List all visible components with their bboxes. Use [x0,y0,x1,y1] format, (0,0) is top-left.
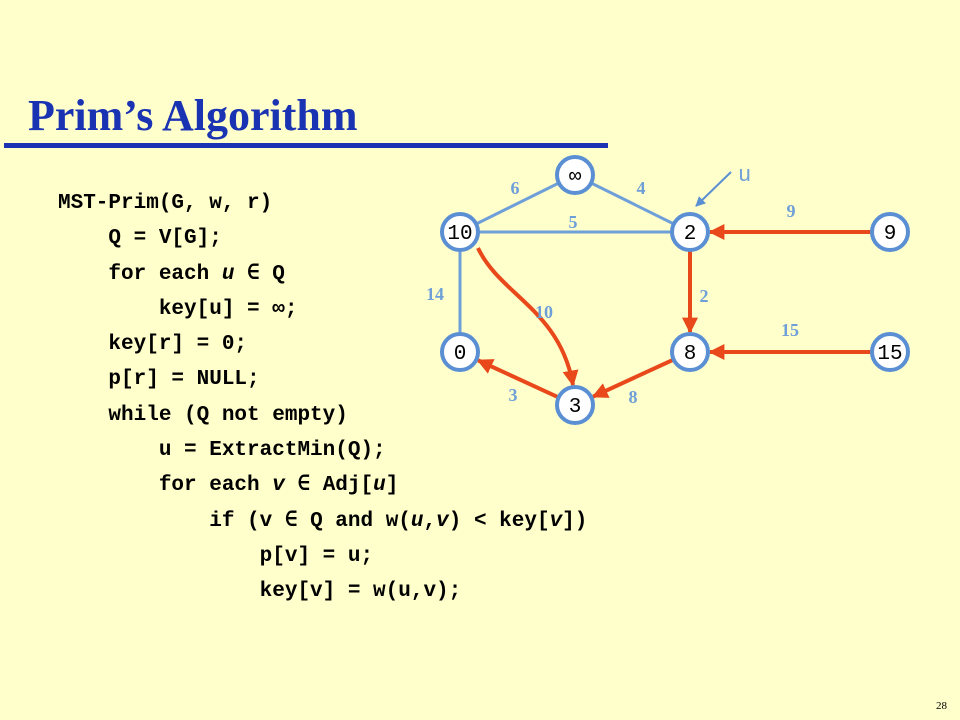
edge-weight-label: 3 [509,385,518,405]
code-token: ∈ Q [234,262,285,286]
code-token: v [272,474,285,498]
code-token: if (v ∈ Q and w( [58,509,411,533]
edge-weight-label: 14 [426,284,444,304]
code-token: u [410,509,424,533]
code-token: for each [58,262,222,286]
graph-edge-tl-bot [476,247,579,387]
code-token: , [423,509,437,533]
code-token: key[u] = ∞; [58,297,298,321]
code-line: key[v] = w(u,v); [58,574,587,609]
graph-node-bm: 8 [670,332,710,372]
edge-weight-label: 2 [700,286,709,306]
code-token: MST-Prim(G, w, r) [58,192,273,215]
node-key-label: 0 [454,343,467,366]
graph-node-br: 15 [870,332,910,372]
code-line: if (v ∈ Q and w(u,v) < key[v]) [58,504,587,539]
code-token: v [549,509,563,533]
node-circle [870,212,910,252]
node-key-label: 8 [684,343,697,366]
edge-weight-label: 10 [535,302,553,322]
node-key-label: 10 [447,223,472,246]
u-pointer-label: u [738,163,751,188]
code-token: u = ExtractMin(Q); [58,439,386,463]
edge-weight-label: 4 [637,178,646,198]
code-token: ) < key[ [448,509,550,533]
graph-edge-bot-bl [476,358,560,400]
code-line: MST-Prim(G, w, r) [58,186,587,221]
graph-node-bot: 3 [555,385,595,425]
edge-weight-label: 6 [511,178,520,198]
edge-weight-label: 9 [787,201,796,221]
node-circle [670,212,710,252]
node-key-label: 15 [877,343,902,366]
edge-weight-label: 5 [569,212,578,232]
node-circle [440,212,480,252]
code-token: p[r] = NULL; [58,368,260,392]
code-token: v [436,509,449,533]
code-line: p[r] = NULL; [58,362,587,397]
graph-edge-bm-bot [591,357,675,399]
code-line: u = ExtractMin(Q); [58,433,587,468]
code-token: u [221,262,235,286]
node-circle [440,332,480,372]
graph-node-top: ∞ [555,155,595,195]
code-line: Q = V[G]; [58,221,587,256]
code-token: key[v] = w(u,v); [58,580,462,604]
code-token: Q = V[G]; [58,227,222,251]
slide-number: 28 [936,700,947,712]
node-circle [555,385,595,425]
u-pointer-arrow [695,171,732,207]
code-token: ∈ Adj[ [284,474,374,498]
code-token: while (Q not empty) [58,403,348,427]
code-token: ]) [562,509,588,533]
graph-edge-tl-top [475,181,560,226]
code-token: for each [58,474,273,498]
code-line: key[r] = 0; [58,327,587,362]
edge-weight-label: 8 [629,387,638,407]
node-circle [555,155,595,195]
code-line: key[u] = ∞; [58,292,587,327]
code-line: for each u ∈ Q [58,257,587,292]
node-circle [870,332,910,372]
graph-node-tm: 2 [670,212,710,252]
graph-node-tl: 10 [440,212,480,252]
code-block: MST-Prim(G, w, r) Q = V[G]; for each u ∈… [58,186,587,610]
node-key-label: 2 [684,223,697,246]
code-token: key[r] = 0; [58,333,248,357]
code-line: p[v] = u; [58,539,587,574]
node-key-label: 3 [569,396,582,419]
slide-title: Prim’s Algorithm [28,91,358,140]
node-key-label: ∞ [569,166,582,189]
edge-weight-label: 15 [781,320,799,340]
code-token: ] [385,474,399,498]
code-token: p[v] = u; [58,544,374,568]
title-underline [4,143,608,148]
node-key-label: 9 [884,223,897,246]
node-circle [670,332,710,372]
code-line: while (Q not empty) [58,398,587,433]
graph-node-tr: 9 [870,212,910,252]
code-token: u [373,474,386,498]
graph-edge-top-tm [590,181,675,226]
code-line: for each v ∈ Adj[u] [58,468,587,503]
graph-node-bl: 0 [440,332,480,372]
